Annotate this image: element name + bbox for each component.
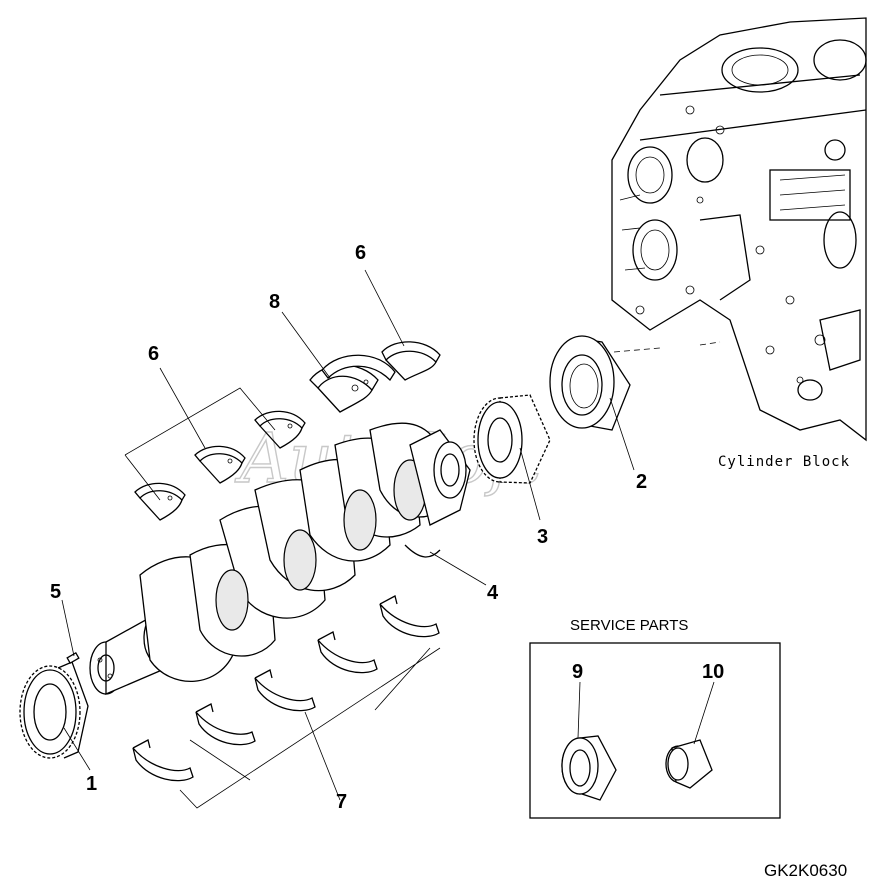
cylinder-block-label: Cylinder Block: [718, 454, 850, 470]
main-bearing-upper-right: [381, 341, 441, 381]
callout-1: 1: [86, 773, 97, 795]
main-bearing-upper-left-group: [124, 387, 306, 521]
service-parts-box: SERVICE PARTS: [529, 617, 781, 819]
callout-4: 4: [487, 582, 499, 604]
main-bearing-lower-group: [132, 595, 441, 809]
callout-3: 3: [537, 526, 548, 548]
callout-10: 10: [702, 661, 724, 683]
drawing-code: GK2K0630: [764, 861, 847, 880]
thrust-bearing: [309, 354, 396, 413]
service-parts-title: SERVICE PARTS: [570, 617, 688, 634]
rear-gear: [473, 394, 551, 484]
callout-6-left: 6: [148, 343, 159, 365]
crankshaft: [89, 422, 471, 695]
key-pin: [66, 652, 80, 664]
leader-lines: [61, 269, 721, 801]
callout-7: 7: [336, 791, 347, 813]
callout-9: 9: [572, 661, 583, 683]
callout-2: 2: [636, 471, 647, 493]
cylinder-block: [611, 17, 867, 442]
crank-gear: [19, 661, 89, 759]
rear-oil-seal: [549, 335, 631, 431]
callout-8: 8: [269, 291, 280, 313]
callout-5: 5: [50, 581, 61, 603]
callout-6-right: 6: [355, 242, 366, 264]
